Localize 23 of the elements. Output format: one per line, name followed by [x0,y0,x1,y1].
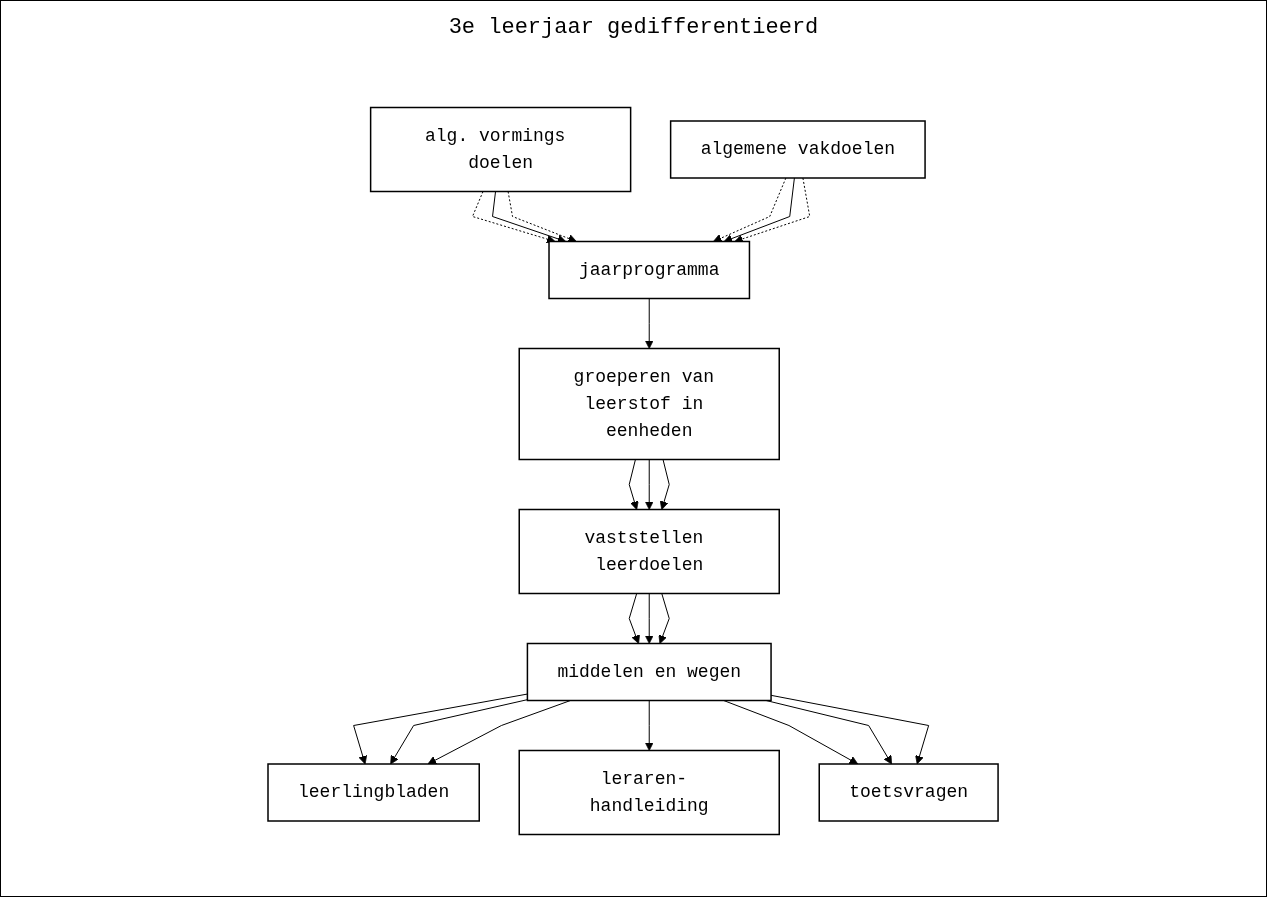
node-box: middelen en wegen [527,642,773,702]
arrow [629,593,641,644]
diagram-title: 3e leerjaar gedifferentieerd [448,15,819,40]
node-box: groeperen van leerstof in eenheden [518,347,781,461]
arrow [771,694,930,765]
node-box: algemene vakdoelen [670,120,927,179]
node-box: leerlingbladen [267,763,481,822]
arrow [659,593,671,644]
node-box: toetsvragen [818,763,1000,822]
arrow [645,593,655,644]
arrow [645,459,655,510]
arrow [660,459,671,510]
node-box: jaarprogramma [548,240,751,300]
node-box: vaststellen leerdoelen [518,508,781,595]
arrow [508,191,578,243]
node-box: leraren- handleiding [518,749,781,836]
arrow [629,459,640,510]
arrow [645,298,655,349]
arrow [645,700,655,751]
arrow [723,700,859,765]
node-box: alg. vormings doelen [370,106,632,193]
arrow [472,191,556,244]
arrow [724,177,796,243]
